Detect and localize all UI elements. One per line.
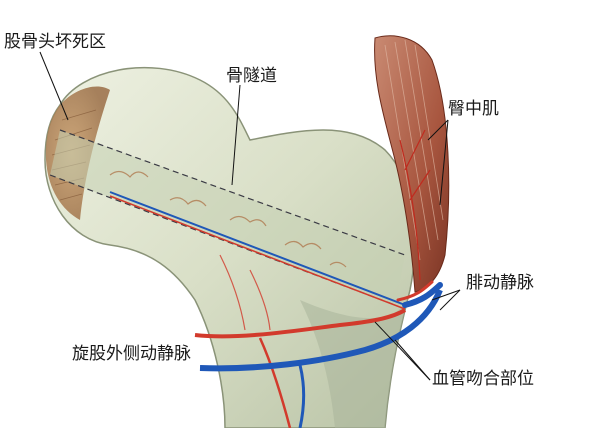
- graft-texture: [109, 170, 347, 268]
- circumflex-artery-branch: [258, 337, 292, 428]
- peroneal-vein: [402, 282, 443, 308]
- label-gluteus-medius: 臀中肌: [448, 99, 499, 119]
- small-branches: [219, 254, 271, 331]
- tunnel-edge-top: [59, 129, 406, 256]
- label-peroneal-vessels: 腓动静脉: [466, 273, 534, 293]
- label-bone-tunnel: 骨隧道: [226, 66, 277, 86]
- label-anastomosis: 血管吻合部位: [432, 369, 534, 389]
- graft-vessel-red: [109, 195, 406, 310]
- circumflex-vein-branch: [298, 364, 306, 428]
- femur-shadow: [300, 290, 410, 428]
- muscle-vessels: [399, 129, 431, 281]
- label-necrosis-area: 股骨头坏死区: [4, 32, 106, 52]
- label-lateral-circumflex: 旋股外侧动静脉: [72, 344, 191, 364]
- tunnel-edge-bottom: [49, 174, 396, 306]
- leader-lines: [39, 51, 461, 381]
- gluteus-medius-muscle: [374, 35, 450, 293]
- circumflex-vein: [199, 288, 443, 372]
- graft-vessel-blue: [109, 191, 406, 306]
- bone-tunnel: [50, 130, 405, 305]
- peroneal-artery: [396, 280, 434, 302]
- circumflex-artery: [194, 308, 407, 339]
